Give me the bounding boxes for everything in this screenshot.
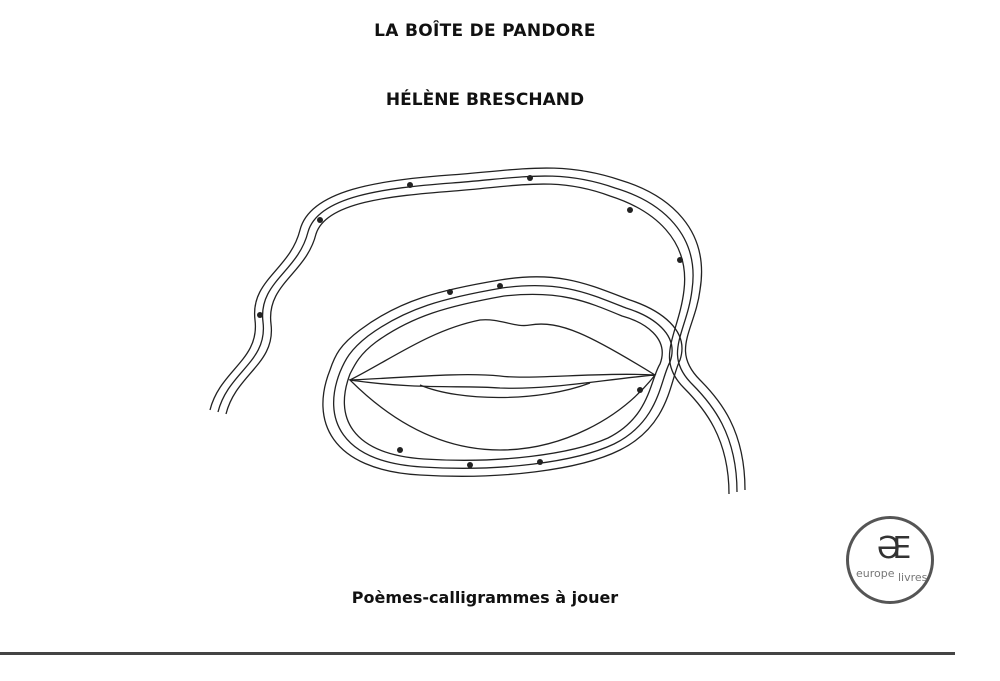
upper-lip	[349, 319, 656, 381]
inner-staff	[322, 276, 683, 477]
logo-word-europe: europe	[856, 567, 895, 580]
book-title: LA BOÎTE DE PANDORE	[374, 21, 596, 41]
outer-staff	[209, 167, 746, 491]
author-name: HÉLÈNE BRESCHAND	[385, 90, 585, 110]
logo-mark: ƏE	[876, 531, 912, 566]
logo-word-livres: livres	[898, 571, 928, 584]
lips-calligram-illustration	[209, 167, 746, 495]
bottom-divider	[0, 652, 955, 655]
lower-lip	[348, 374, 657, 451]
subtitle: Poèmes-calligrammes à jouer	[351, 588, 619, 607]
publisher-logo: ƏE europe livres	[846, 516, 934, 604]
